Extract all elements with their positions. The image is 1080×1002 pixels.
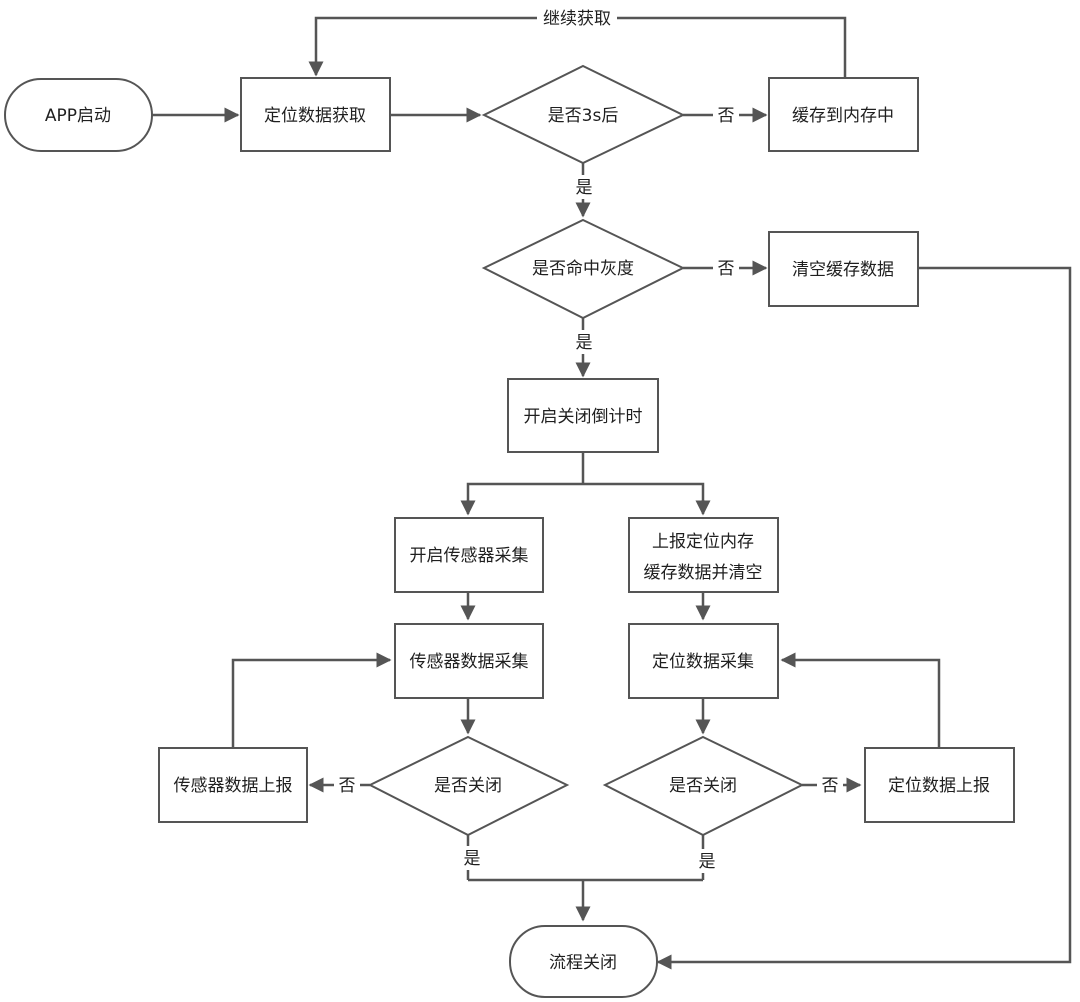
node-location-collect-label: 定位数据采集 xyxy=(652,652,754,672)
edge-labels: 继续获取 否 是 否 是 否 否 是 是 xyxy=(334,6,843,873)
label-no-left: 否 xyxy=(339,776,356,796)
decision-closed-left-label: 是否关闭 xyxy=(434,776,502,796)
node-clear-cache: 清空缓存数据 xyxy=(768,231,919,307)
node-close-countdown-label: 开启关闭倒计时 xyxy=(524,407,643,427)
label-no-gray: 否 xyxy=(718,259,735,279)
node-get-location-label: 定位数据获取 xyxy=(264,106,366,126)
label-no-right: 否 xyxy=(822,776,839,796)
edge-sensor-report-loop xyxy=(231,652,392,748)
edge-clear-to-end xyxy=(656,266,1072,970)
node-start-sensor: 开启传感器采集 xyxy=(394,517,544,593)
decision-after-3s: 是否3s后 xyxy=(481,64,686,165)
decision-closed-right: 是否关闭 xyxy=(602,735,805,837)
node-start-sensor-label: 开启传感器采集 xyxy=(410,546,529,566)
label-yes-right: 是 xyxy=(699,852,716,872)
node-report-cache-line1: 上报定位内存 xyxy=(652,532,754,552)
edge-merge-to-end xyxy=(468,878,703,920)
node-sensor-report-label: 传感器数据上报 xyxy=(174,776,293,796)
node-report-cache-line2: 缓存数据并清空 xyxy=(644,563,763,583)
decision-closed-right-label: 是否关闭 xyxy=(669,776,737,796)
node-location-report-label: 定位数据上报 xyxy=(888,776,990,796)
node-app-start-label: APP启动 xyxy=(45,106,111,126)
node-get-location: 定位数据获取 xyxy=(240,77,391,152)
label-no-3s: 否 xyxy=(718,106,735,126)
decision-after-3s-label: 是否3s后 xyxy=(548,106,619,126)
label-yes-left: 是 xyxy=(464,849,481,869)
edge-location-report-loop xyxy=(780,652,941,748)
node-flow-end: 流程关闭 xyxy=(509,925,658,998)
node-cache-memory-label: 缓存到内存中 xyxy=(792,106,894,126)
node-location-report: 定位数据上报 xyxy=(864,747,1015,823)
label-continue-fetch: 继续获取 xyxy=(543,9,611,29)
node-sensor-report: 传感器数据上报 xyxy=(158,747,308,823)
node-report-location-cache: 上报定位内存 缓存数据并清空 xyxy=(628,517,779,593)
node-sensor-collect: 传感器数据采集 xyxy=(394,623,544,699)
decision-closed-left: 是否关闭 xyxy=(367,735,570,837)
decision-gray-hit-label: 是否命中灰度 xyxy=(532,259,634,279)
node-close-countdown: 开启关闭倒计时 xyxy=(507,378,659,453)
label-yes-3s: 是 xyxy=(576,178,593,198)
node-app-start: APP启动 xyxy=(4,78,153,152)
node-cache-memory: 缓存到内存中 xyxy=(768,77,919,152)
node-flow-end-label: 流程关闭 xyxy=(549,953,617,973)
edge-countdown-split xyxy=(466,452,705,512)
decision-gray-hit: 是否命中灰度 xyxy=(481,218,686,320)
node-clear-cache-label: 清空缓存数据 xyxy=(792,260,894,280)
node-location-collect: 定位数据采集 xyxy=(628,623,779,699)
node-sensor-collect-label: 传感器数据采集 xyxy=(410,652,529,672)
edges xyxy=(152,16,1072,970)
label-yes-gray: 是 xyxy=(576,333,593,353)
